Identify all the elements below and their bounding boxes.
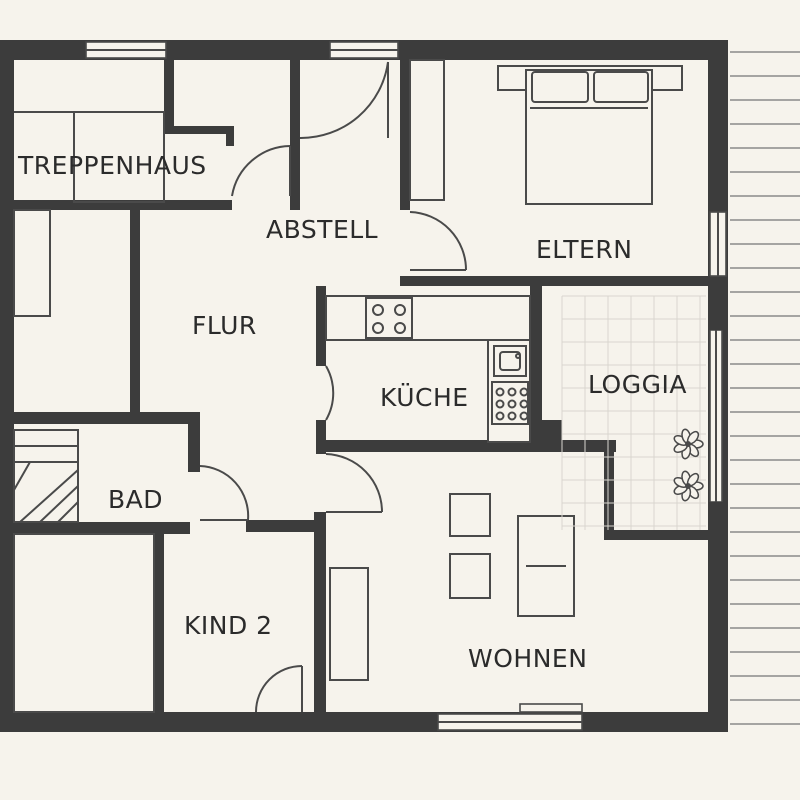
interior-walls — [14, 60, 728, 712]
room-label-kueche: KÜCHE — [380, 383, 469, 412]
room-label-kind2: KIND 2 — [184, 611, 273, 640]
plant-icon — [673, 428, 704, 502]
room-label-loggia: LOGGIA — [588, 370, 687, 399]
room-labels: TREPPENHAUS ABSTELL ELTERN FLUR KÜCHE LO… — [17, 151, 687, 673]
room-label-abstell: ABSTELL — [266, 215, 378, 244]
room-label-flur: FLUR — [192, 311, 257, 340]
doors — [199, 61, 467, 713]
fixtures — [13, 59, 683, 713]
room-label-eltern: ELTERN — [536, 235, 632, 264]
room-label-bad: BAD — [108, 485, 163, 514]
room-label-wohnen: WOHNEN — [468, 644, 587, 673]
room-label-treppenhaus: TREPPENHAUS — [17, 151, 207, 180]
exterior-siding — [730, 51, 800, 725]
